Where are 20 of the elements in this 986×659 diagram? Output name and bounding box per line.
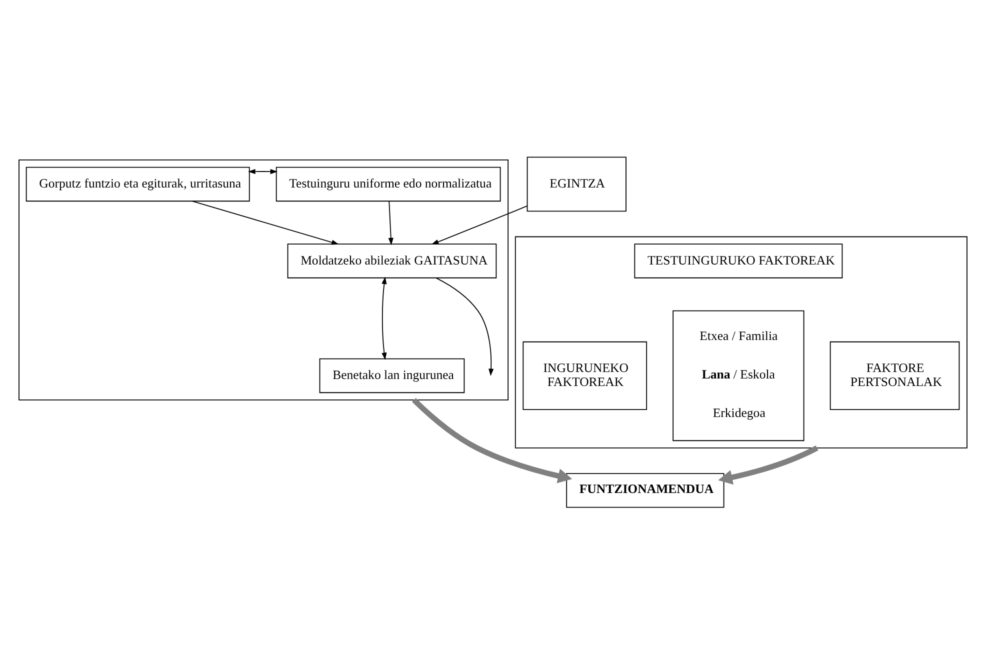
node-box: Benetako lan ingurunea (319, 358, 465, 393)
node-box: EGINTZA (526, 156, 626, 212)
node-box: Gorputz funtzio eta egiturak, urritasuna (26, 166, 250, 202)
node-box: INGURUNEKO FAKTOREAK (522, 340, 648, 410)
node-box: Etxea / Familia Lana / Eskola Erkidegoa (672, 310, 804, 441)
arrow (431, 205, 528, 244)
node-box: FUNTZIONAMENDUA (566, 472, 724, 508)
arrow (192, 200, 339, 244)
node-box: TESTUINGURUKO FAKTOREAK (634, 243, 843, 278)
arrow (718, 444, 818, 484)
node-box: FAKTORE PERTSONALAK (830, 340, 960, 410)
cluster (18, 159, 509, 400)
cluster (514, 236, 968, 448)
node-box: Testuinguru uniforme edo normalizatua (276, 166, 501, 202)
node-box: Moldatzeko abileziak GAITASUNA (287, 243, 497, 278)
arrow (412, 397, 572, 483)
arrow (248, 168, 278, 174)
arrow (436, 277, 494, 376)
arrow (382, 276, 387, 360)
arrow (388, 200, 394, 245)
